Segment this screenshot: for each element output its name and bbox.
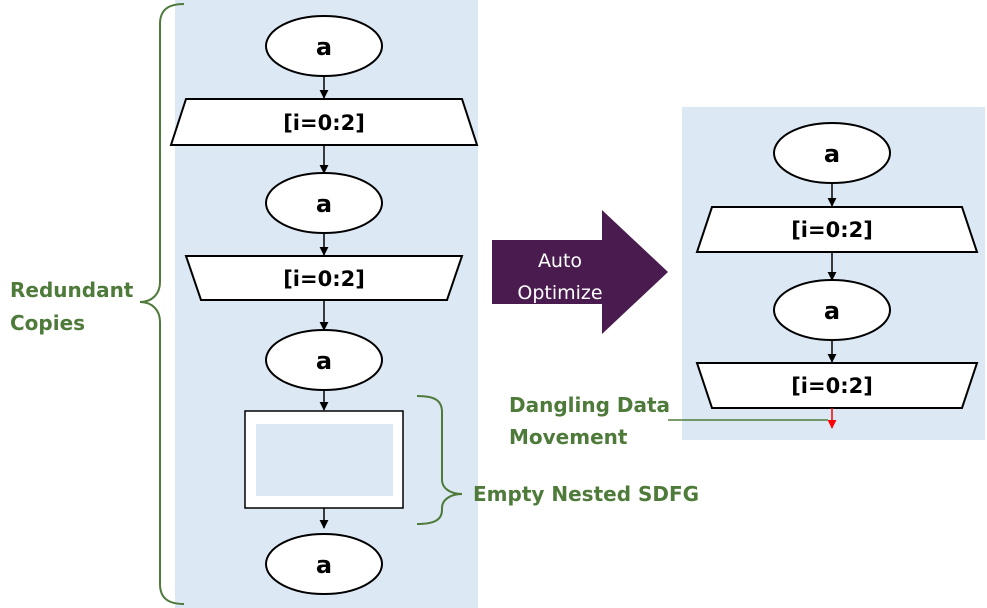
right-access-node-1 — [773, 122, 891, 184]
right-access-node-1-label: a — [824, 140, 840, 168]
auto-optimize-arrow — [492, 210, 668, 334]
auto-optimize-label-line2: Optimize — [517, 282, 602, 304]
right-map-node-2-label: [i=0:2] — [791, 374, 873, 398]
dangling-data-movement-label-line2: Movement — [509, 425, 628, 449]
left-access-node-1 — [265, 15, 383, 77]
empty-nested-brace — [416, 395, 463, 525]
auto-optimize-label-line1: Auto — [538, 250, 582, 272]
left-access-node-2-label: a — [316, 190, 332, 218]
dangling-data-movement-label-line1: Dangling Data — [509, 393, 670, 417]
left-access-node-2 — [265, 172, 383, 234]
left-map-node-2-label: [i=0:2] — [283, 267, 365, 291]
right-map-node-1-label: [i=0:2] — [791, 218, 873, 242]
redundant-copies-label-line1: Redundant — [10, 278, 134, 302]
right-map-node-1 — [695, 206, 979, 253]
left-access-node-4-label: a — [316, 551, 332, 579]
left-access-node-1-label: a — [316, 33, 332, 61]
left-sdfg-panel — [175, 0, 478, 608]
left-access-node-3-label: a — [316, 347, 332, 375]
left-access-node-4 — [265, 533, 383, 595]
left-map-node-1 — [169, 98, 479, 146]
empty-nested-sdfg-inner — [256, 424, 393, 496]
right-access-node-2 — [773, 279, 891, 341]
empty-nested-sdfg-label: Empty Nested SDFG — [473, 482, 699, 506]
right-map-node-2 — [695, 362, 979, 409]
left-map-node-2 — [184, 255, 464, 301]
left-map-node-1-label: [i=0:2] — [283, 111, 365, 135]
left-access-node-3 — [265, 329, 383, 391]
redundant-copies-label-line2: Copies — [10, 311, 85, 335]
right-access-node-2-label: a — [824, 297, 840, 325]
redundant-copies-brace — [139, 3, 185, 605]
